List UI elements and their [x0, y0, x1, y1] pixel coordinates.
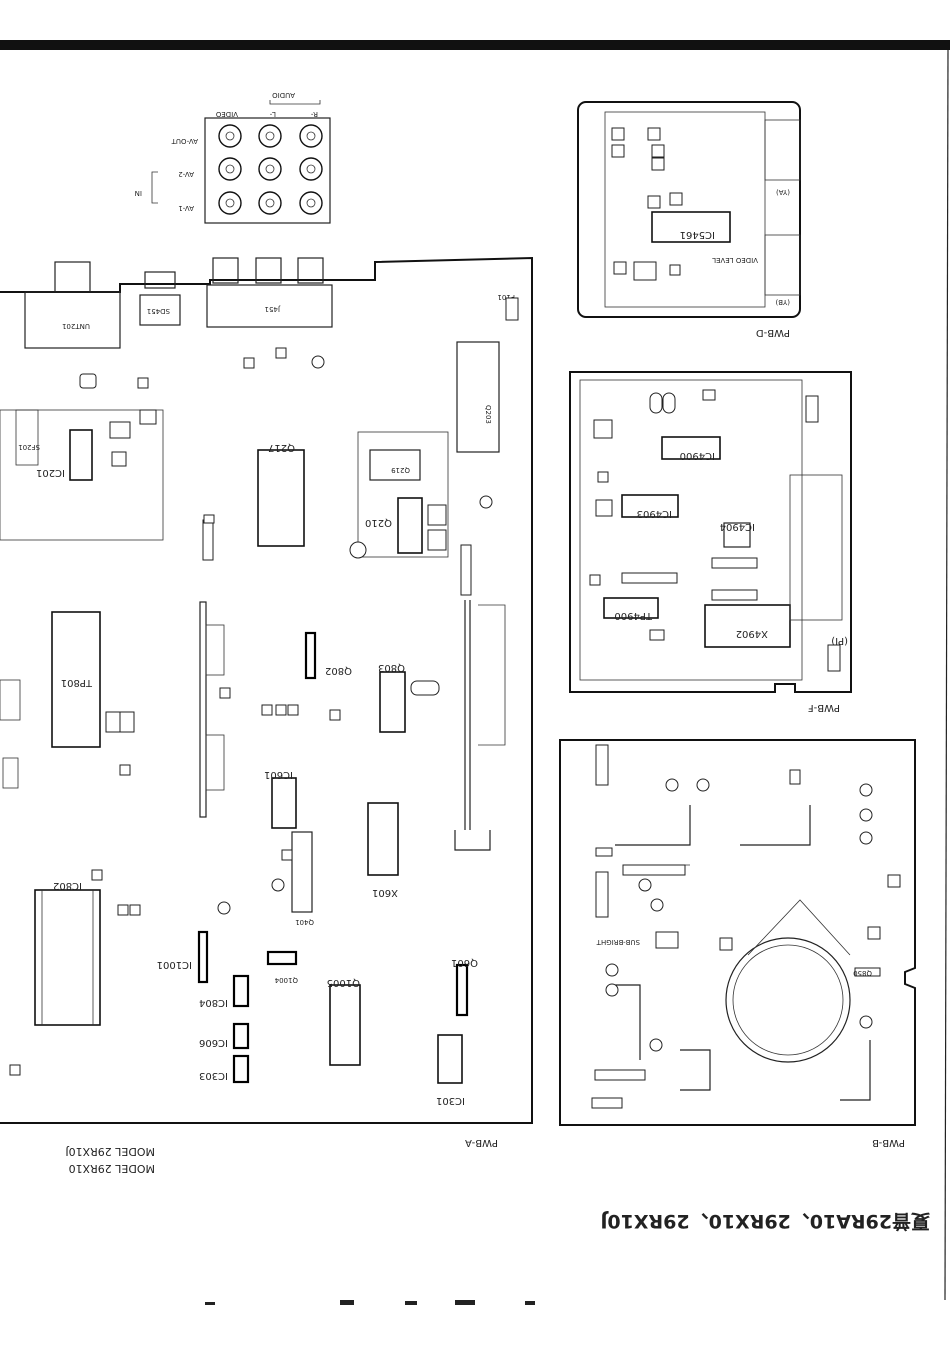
ic606-label: Q1004	[274, 976, 298, 984]
ic5461	[651, 211, 731, 243]
ic1001	[34, 889, 101, 1026]
sf101-label: Q219	[391, 466, 410, 474]
ic4901-label: TP4900	[614, 610, 653, 621]
ic101-label: Q210	[365, 517, 392, 528]
unt201-label: UNT201	[62, 322, 90, 330]
pwb-b-board: Q850 SUB-BRIGHT PWB-B	[559, 739, 916, 1148]
ic303	[329, 984, 361, 1066]
pwb-f-label: PWB-F	[808, 702, 840, 713]
sf201-label: SF201	[18, 443, 40, 451]
ic451	[257, 449, 305, 547]
scan-top-edge	[0, 40, 950, 50]
crt-socket	[725, 937, 851, 1063]
ic4903	[621, 494, 679, 518]
ic803-label: X601	[372, 887, 398, 898]
document-title: 夏普29RA10、29RX10、29RX10J	[600, 1210, 930, 1233]
av-jack-panel: AUDIO R- L- VIDEO AV-OUT AV-2 AV-1 IN	[135, 91, 331, 224]
ic801-small-label: IC804	[199, 997, 228, 1008]
ic4902	[704, 604, 791, 648]
ic4904-label: IC4904	[720, 521, 755, 532]
av-audio-header: AUDIO	[272, 91, 295, 99]
av-row-out: AV-OUT	[171, 137, 198, 145]
ic303-label: Q1005	[327, 977, 360, 988]
ic451-label: Q217	[268, 442, 295, 453]
ic302	[437, 1034, 463, 1084]
sub-bright-label: SUB-BRIGHT	[596, 938, 640, 946]
ic801-main-label: TP801	[61, 677, 93, 688]
p101-label: P101	[497, 293, 515, 301]
ic4901	[603, 597, 659, 619]
pwb-a-board: UNT201 SD451 J451 P101 Q203 IC201 SF201 …	[0, 256, 533, 1148]
ic5461-label: IC5461	[680, 229, 715, 240]
ic201-label: IC201	[36, 467, 65, 478]
pwb-d-yb: (YB)	[775, 298, 790, 306]
ic801-main	[51, 611, 101, 748]
ic804	[197, 930, 209, 984]
ic301	[455, 963, 469, 1017]
pwb-b-label: PWB-B	[872, 1137, 905, 1148]
ic802-label: IC601	[264, 769, 293, 780]
j451-label: J451	[265, 305, 281, 313]
ic801-small	[232, 974, 250, 1008]
scan-bottom-marks	[205, 1300, 535, 1305]
ic605	[304, 631, 317, 680]
ic602-label: IC606	[199, 1037, 228, 1048]
dl402-label: Q401	[295, 918, 314, 926]
ic802	[271, 777, 297, 829]
pwb-a-label: PWB-A	[465, 1137, 498, 1148]
ic4900	[661, 436, 721, 460]
ic4906-label: (PI)	[831, 635, 848, 646]
pwb-d-ya: (YA)	[776, 188, 790, 196]
model-caption-2: MODEL 29RX10	[69, 1162, 155, 1175]
ic302-label: IC301	[436, 1095, 465, 1106]
ic804-label: IC1001	[157, 959, 192, 970]
pwb-f-board: IC4900 IC4903 TP4900 X4902 IC4904 (PI) P…	[569, 371, 852, 713]
av-row-1: AV-1	[178, 204, 194, 212]
ic4902-label: X4902	[736, 628, 768, 639]
ic606	[266, 950, 298, 966]
ic605-label: Q802	[325, 665, 352, 676]
ic601	[379, 671, 406, 733]
sd451-label: SD451	[147, 307, 170, 315]
jack-grid	[218, 124, 323, 215]
ic602	[232, 1022, 250, 1050]
pwb-d-video-level: VIDEO LEVEL	[712, 256, 758, 264]
pwb-d-board: IC5461 VIDEO LEVEL PWB-D (YA) (YB)	[577, 101, 801, 338]
av-row-2: AV-2	[178, 170, 194, 178]
av-col-l: L-	[269, 110, 276, 118]
ic4900-label: IC4900	[680, 450, 715, 461]
ic601-label: Q803	[378, 662, 405, 673]
ic803	[367, 802, 399, 876]
av-col-video: VIDEO	[215, 110, 238, 118]
tu101-label: Q203	[484, 405, 492, 424]
ic4903-label: IC4903	[637, 508, 672, 519]
av-col-r: R-	[310, 110, 318, 118]
ic101	[397, 497, 423, 554]
model-caption-1: MODEL 29RX10J	[65, 1145, 155, 1158]
pwb-d-label: PWB-D	[756, 327, 790, 338]
scan-right-edge	[944, 49, 949, 1301]
ic301-label: Q601	[451, 957, 478, 968]
ic603	[232, 1054, 250, 1084]
sc660-label: Q850	[853, 969, 872, 977]
ic603-label: IC303	[199, 1070, 228, 1081]
ic1001-label: IC802	[53, 880, 82, 891]
av-in-label: IN	[135, 189, 142, 197]
ic201	[69, 429, 93, 481]
